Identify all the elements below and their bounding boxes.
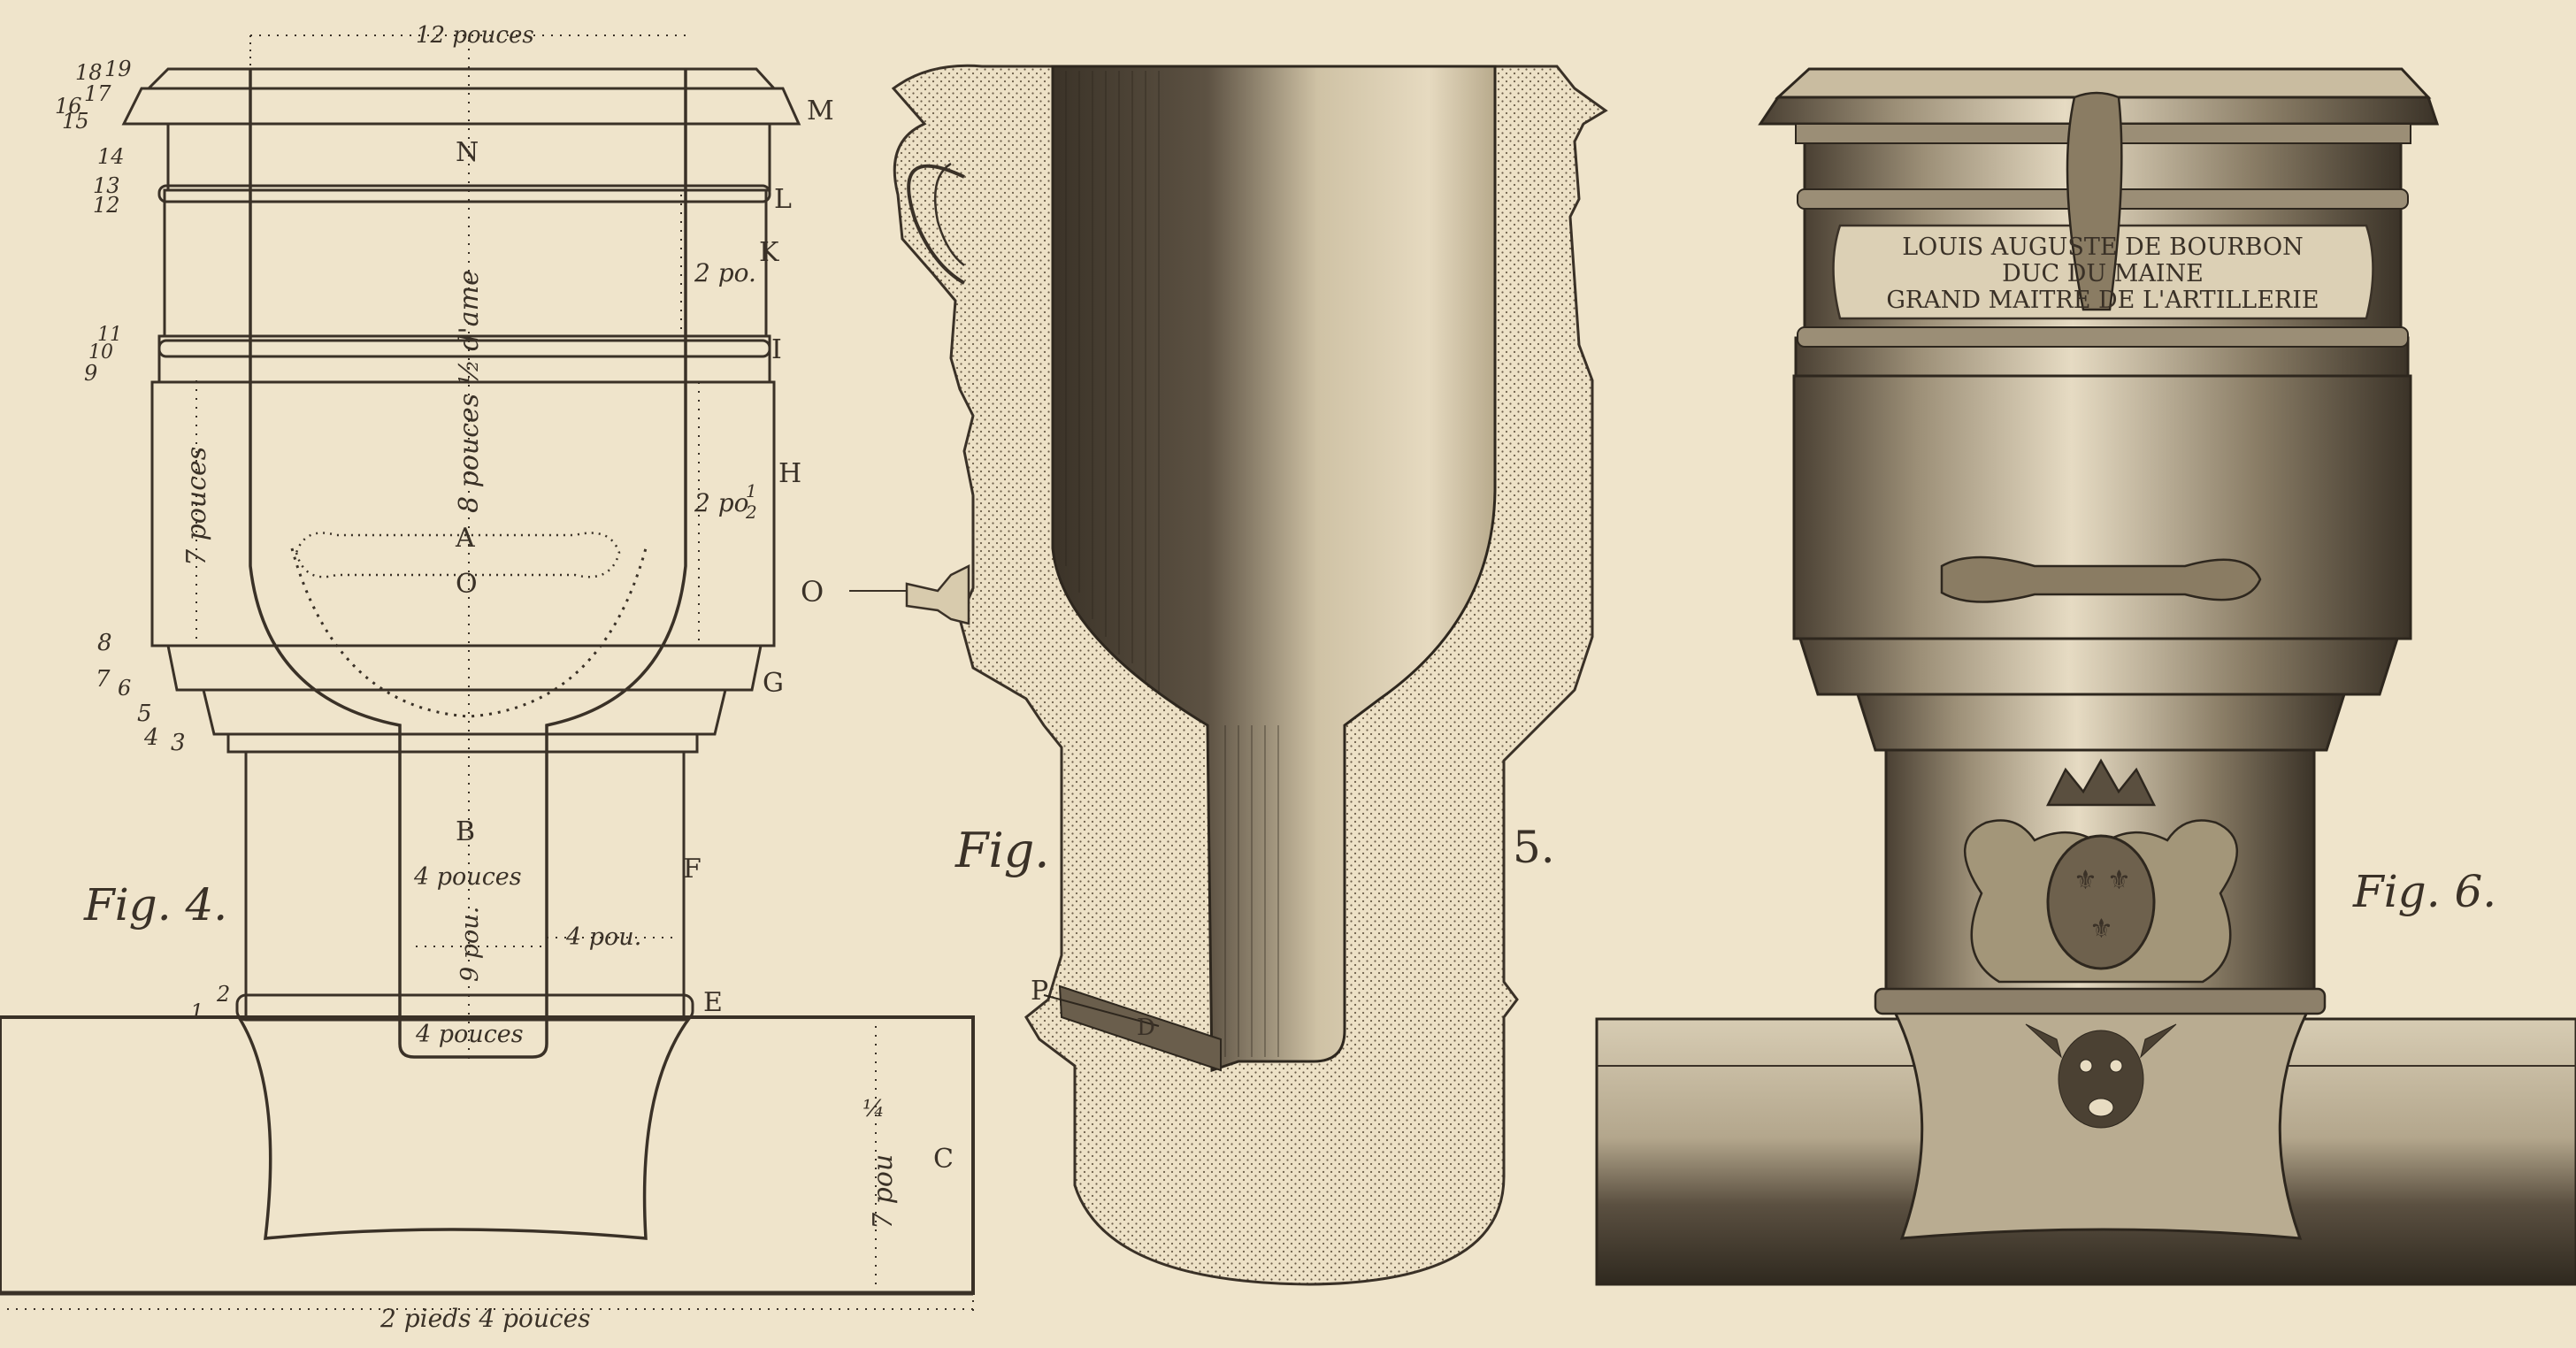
top-dolphin-handle — [2066, 91, 2123, 311]
fig4-2po-half-num: 1 — [746, 480, 757, 502]
royal-coat-of-arms: ⚜ ⚜ ⚜ — [1963, 758, 2239, 984]
fig4-2po-half-label: 2 po — [694, 488, 749, 517]
fig4-scale-11: 11 — [97, 324, 122, 346]
side-dolphin-handle — [1940, 555, 2262, 603]
fig4-scale-14: 14 — [97, 144, 125, 169]
fig4-letter-N: N — [456, 137, 479, 168]
svg-text:⚜: ⚜ — [2089, 914, 2113, 945]
mascaron-face — [2025, 1023, 2177, 1129]
fig4-neck-side: 4 pou. — [565, 923, 641, 951]
inscription-line-3: GRAND MAITRE DE L'ARTILLERIE — [1886, 287, 2319, 314]
fig4-measured-drawing — [0, 34, 975, 1318]
fig4-letter-F: F — [683, 854, 702, 885]
fig4-base-height-frac: ¼ — [862, 1096, 885, 1122]
fig5-labels: Fig. 5. O P D — [801, 575, 1555, 1041]
fig4-letter-L: L — [774, 184, 792, 215]
fig4-band-height: 7 pouces — [181, 447, 212, 566]
fig4-scale-2: 2 — [216, 982, 230, 1007]
fig4-letter-C: C — [933, 1144, 954, 1175]
fig4-base-block — [0, 1015, 975, 1295]
fig4-letter-G: G — [763, 668, 784, 699]
fig4-scale-16: 16 — [55, 94, 82, 119]
fig4-letter-E: E — [703, 987, 723, 1018]
inscription-line-2: DUC DU MAINE — [2002, 260, 2204, 287]
fig4-scale-6: 6 — [118, 676, 131, 701]
fig4-caption: Fig. 4. — [83, 879, 227, 931]
fig4-letter-B: B — [456, 816, 475, 847]
fig4-scale-19: 19 — [104, 57, 132, 81]
fig4-scale-9: 9 — [84, 361, 97, 386]
fig4-letter-K: K — [759, 237, 779, 268]
fig4-scale-3: 3 — [171, 730, 186, 756]
fig4-bore-depth: 8 pouces ½ d'ame — [454, 270, 485, 513]
fig4-foot — [237, 1015, 692, 1240]
fig4-neck-height: 9 pou. — [456, 907, 484, 982]
fig4-scale-5: 5 — [137, 701, 152, 727]
fig4-top-dimension: 12 pouces — [416, 22, 534, 49]
fig4-letter-H: H — [778, 458, 801, 489]
fig4-neck-top: 4 pouces — [413, 863, 522, 891]
fig5-letter-P: P — [1031, 976, 1048, 1007]
fig5-letter-O: O — [801, 575, 824, 609]
fig4-letter-O: O — [456, 569, 478, 600]
fig4-2po-label: 2 po. — [694, 258, 756, 287]
fig6-caption: Fig. 6. — [2352, 866, 2496, 917]
crown-icon — [2045, 758, 2157, 807]
fig4-base-height: 7 pou — [868, 1154, 899, 1229]
fig5-bore — [1051, 65, 1497, 1073]
fig4-scale-17: 17 — [84, 81, 111, 106]
svg-text:⚜: ⚜ — [2107, 865, 2131, 896]
fig4-bottom-dimension: 2 pieds 4 pouces — [380, 1304, 591, 1333]
fig4-scale-12: 12 — [93, 193, 120, 218]
fig4-scale-15: 15 — [62, 109, 89, 134]
fig5-letter-D: D — [1137, 1015, 1155, 1041]
inscription-line-1: LOUIS AUGUSTE DE BOURBON — [1902, 234, 2304, 261]
fig4-letter-M: M — [807, 96, 834, 126]
fig4-scale-18: 18 — [75, 60, 103, 85]
fig5-section-drawing — [849, 64, 1608, 1286]
fig4-scale-4: 4 — [143, 724, 159, 751]
fig4-scale-7: 7 — [96, 666, 111, 693]
fig5-caption-right: 5. — [1513, 822, 1555, 873]
fig4-labels: 12 pouces 2 pieds 4 pouces Fig. 4. 8 pou… — [55, 22, 954, 1333]
fig4-scale-10: 10 — [88, 341, 113, 364]
fig6-labels: LOUIS AUGUSTE DE BOURBON DUC DU MAINE GR… — [1886, 234, 2496, 917]
fig4-letter-A: A — [455, 523, 475, 554]
fig6-elevation-drawing: ⚜ ⚜ ⚜ — [1595, 67, 2576, 1286]
fig4-letter-I: I — [771, 334, 782, 365]
fig4-scale-8: 8 — [97, 630, 112, 656]
fig4-neck-bottom: 4 pouces — [415, 1021, 524, 1048]
fig4-scale-1: 1 — [190, 1000, 203, 1024]
fig4-bore — [249, 69, 687, 1059]
fig4-scale-13: 13 — [93, 173, 120, 198]
svg-text:⚜: ⚜ — [2074, 865, 2097, 896]
fig5-caption-left: Fig. — [954, 823, 1049, 878]
fig4-2po-half-den: 2 — [745, 502, 757, 523]
